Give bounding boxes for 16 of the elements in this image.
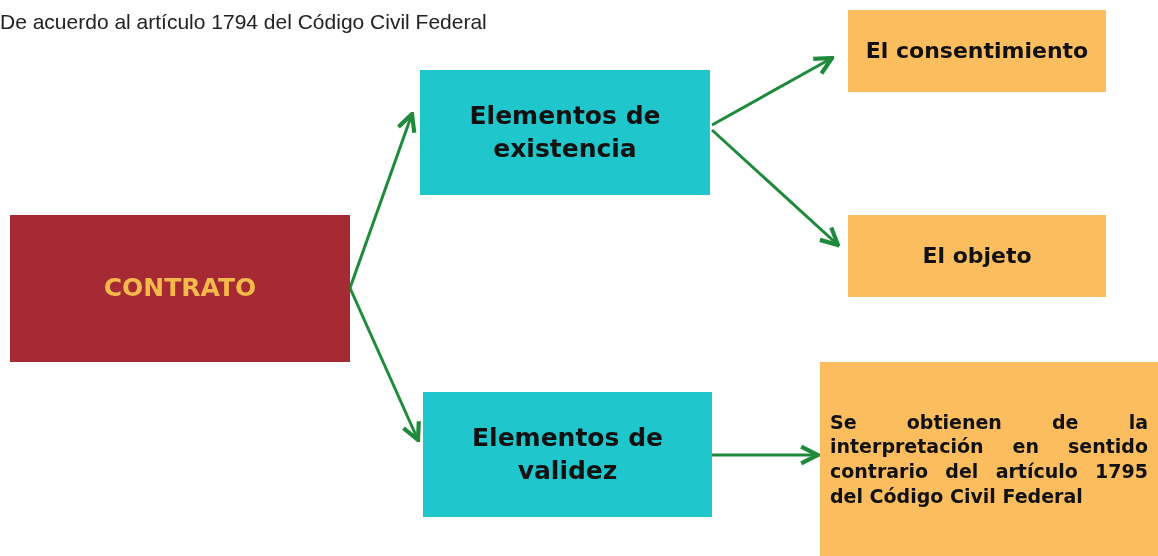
process-box (423, 392, 712, 517)
process-box (420, 70, 710, 195)
process-box (10, 215, 350, 362)
box-label: El objeto (921, 241, 1033, 270)
box-label: CONTRATO (102, 272, 258, 305)
arrow (712, 444, 821, 466)
process-box (820, 362, 1158, 556)
arrow (711, 128, 841, 248)
box-label: Elementos de existencia (468, 100, 662, 165)
box-label: El consentimiento (864, 36, 1090, 65)
process-box (848, 10, 1106, 92)
process-box (848, 215, 1106, 297)
box-label: Elementos de validez (471, 422, 664, 487)
box-label: Se obtienen de la interpretación en sentido contrario del artículo 1795 del Código Civil Federal (829, 409, 1149, 509)
arrow (711, 55, 835, 127)
diagram-title: De acuerdo al artículo 1794 del Código Civil Federal (0, 10, 487, 34)
